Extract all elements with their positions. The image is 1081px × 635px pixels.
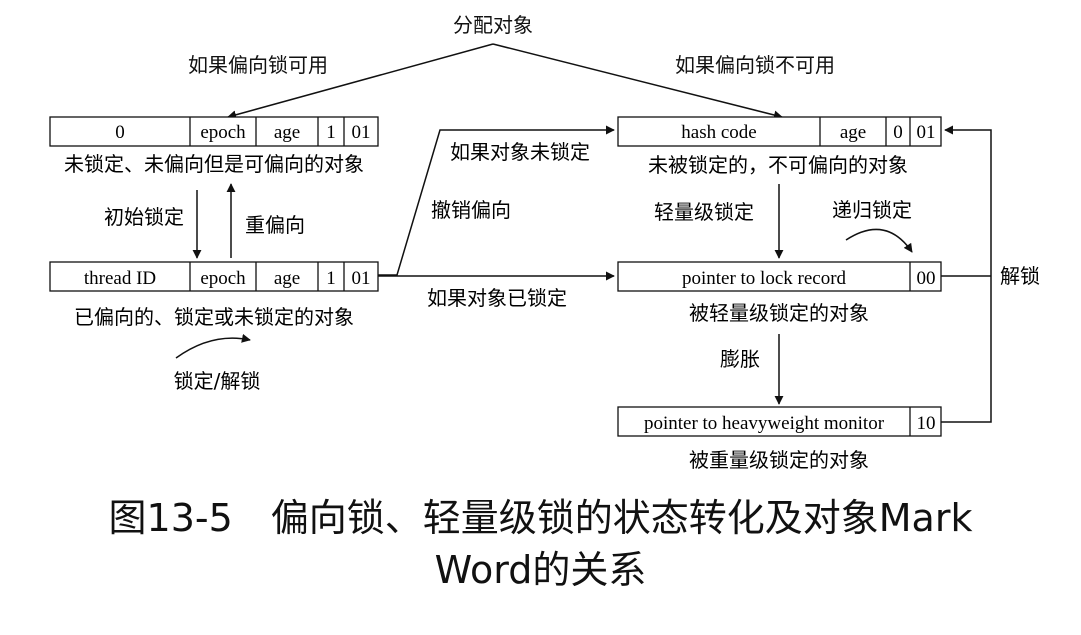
label-lock-unlock: 锁定/解锁 [174,369,261,393]
mark-word-unlocked-biasable: 0 epoch age 1 01 [49,116,379,147]
lock-state-diagram: 分配对象 如果偏向锁可用 如果偏向锁不可用 0 epoch age 1 01 未… [49,13,1040,472]
label-unlock: 解锁 [1000,264,1040,288]
branch-left-label: 如果偏向锁可用 [188,53,328,77]
label-if-unlocked: 如果对象未锁定 [450,140,590,164]
figure-caption-line-2: Word的关系 [434,548,647,592]
mark-word-lightweight-locked: pointer to lock record 00 [617,261,942,292]
cell-lock-bits: 10 [917,413,936,434]
cell-lock-record-pointer: pointer to lock record [682,268,847,289]
cell-lock-bits: 01 [352,122,371,143]
label-revoke-bias: 撤销偏向 [431,198,511,222]
label-inflate: 膨胀 [720,347,760,371]
cell-lock-bits: 01 [917,122,936,143]
edge-alloc-to-nonbiasable [492,43,783,120]
mark-word-unlocked-nonbiasable: hash code age 0 01 [617,116,942,147]
cell-biased-bit: 0 [893,122,903,143]
label-initial-lock: 初始锁定 [104,205,184,229]
label-rebias: 重偏向 [245,213,305,237]
cell-age: age [840,122,866,143]
cell-age: age [274,122,300,143]
allocate-object-label: 分配对象 [453,13,533,37]
caption-biased: 已偏向的、锁定或未锁定的对象 [74,305,354,329]
cell-epoch: epoch [200,122,246,143]
edge-lock-unlock-loop [175,333,251,359]
edge-recursive-lock-loop [845,228,913,253]
cell-biased-bit: 1 [326,122,336,143]
cell-bits: 0 [115,122,125,143]
caption-heavyweight-locked: 被重量级锁定的对象 [689,448,869,472]
cell-epoch: epoch [200,268,246,289]
cell-monitor-pointer: pointer to heavyweight monitor [644,413,885,434]
edge-biased-to-nonbiasable [378,125,615,276]
cell-lock-bits: 01 [352,268,371,289]
edge-alloc-to-biasable [227,43,494,120]
mark-word-biased: thread ID epoch age 1 01 [49,261,379,292]
cell-lock-bits: 00 [917,268,936,289]
cell-biased-bit: 1 [326,268,336,289]
figure-caption-line-1: 图13-5 偏向锁、轻量级锁的状态转化及对象Mark [108,496,973,540]
cell-hash-code: hash code [681,122,756,143]
caption-lightweight-locked: 被轻量级锁定的对象 [689,301,869,325]
caption-unlocked-nonbiasable: 未被锁定的，不可偏向的对象 [648,153,908,177]
label-recursive-lock: 递归锁定 [832,198,912,222]
label-if-locked: 如果对象已锁定 [427,286,567,310]
caption-unlocked-biasable: 未锁定、未偏向但是可偏向的对象 [64,152,364,176]
cell-thread-id: thread ID [84,268,156,289]
mark-word-heavyweight-locked: pointer to heavyweight monitor 10 [617,406,942,437]
label-lightweight-lock: 轻量级锁定 [654,200,754,224]
figure-caption: 图13-5 偏向锁、轻量级锁的状态转化及对象Mark Word的关系 [0,492,1081,596]
cell-age: age [274,268,300,289]
branch-right-label: 如果偏向锁不可用 [675,53,835,77]
